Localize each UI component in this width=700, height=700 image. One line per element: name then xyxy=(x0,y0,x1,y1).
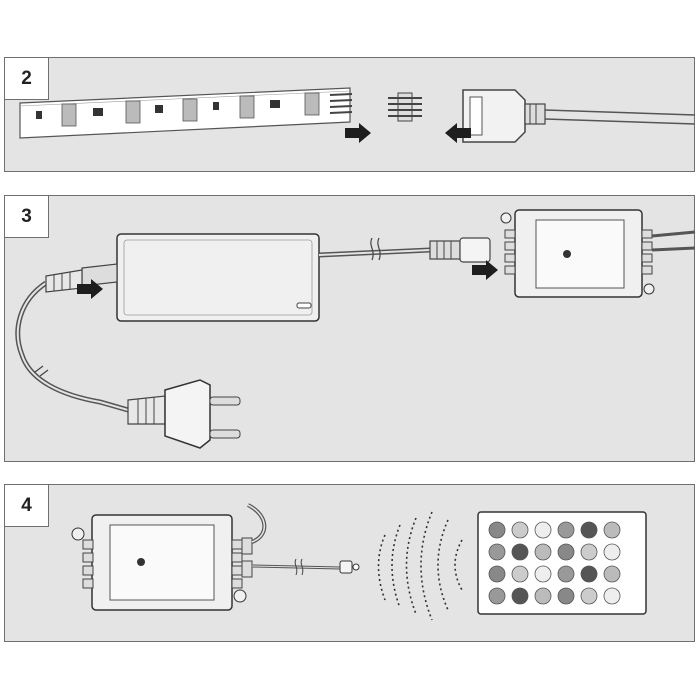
remote-button xyxy=(534,565,552,583)
step-number: 3 xyxy=(5,196,49,238)
remote-control-icon xyxy=(477,511,647,615)
remote-button xyxy=(603,521,621,539)
remote-button xyxy=(488,565,506,583)
power-adapter-icon xyxy=(45,233,320,322)
controller-icon xyxy=(500,209,696,298)
remote-button xyxy=(511,521,529,539)
remote-button xyxy=(488,587,506,605)
arrow-right-icon xyxy=(345,123,371,143)
ir-receiver-icon xyxy=(251,558,360,576)
connector-pin-icon xyxy=(388,92,422,122)
remote-button xyxy=(557,521,575,539)
dc-jack-connector xyxy=(429,237,491,263)
remote-button xyxy=(511,543,529,561)
remote-button xyxy=(534,521,552,539)
remote-button xyxy=(580,521,598,539)
remote-button xyxy=(511,565,529,583)
led-strip-icon xyxy=(19,87,353,139)
remote-button xyxy=(557,587,575,605)
arrow-right-icon xyxy=(472,260,498,280)
power-plug-icon xyxy=(127,379,241,449)
remote-button xyxy=(603,565,621,583)
controller-icon xyxy=(71,503,267,611)
remote-button xyxy=(557,565,575,583)
step-number: 4 xyxy=(5,485,49,527)
remote-button xyxy=(534,543,552,561)
remote-button xyxy=(603,543,621,561)
remote-button xyxy=(557,543,575,561)
remote-button xyxy=(603,587,621,605)
remote-button xyxy=(580,543,598,561)
signal-waves-icon xyxy=(377,511,463,621)
remote-button xyxy=(488,543,506,561)
remote-button xyxy=(580,565,598,583)
step-number: 2 xyxy=(5,58,49,100)
remote-button xyxy=(488,521,506,539)
remote-button xyxy=(534,587,552,605)
strip-controller-plug xyxy=(462,89,696,143)
remote-button xyxy=(511,587,529,605)
remote-button xyxy=(580,587,598,605)
